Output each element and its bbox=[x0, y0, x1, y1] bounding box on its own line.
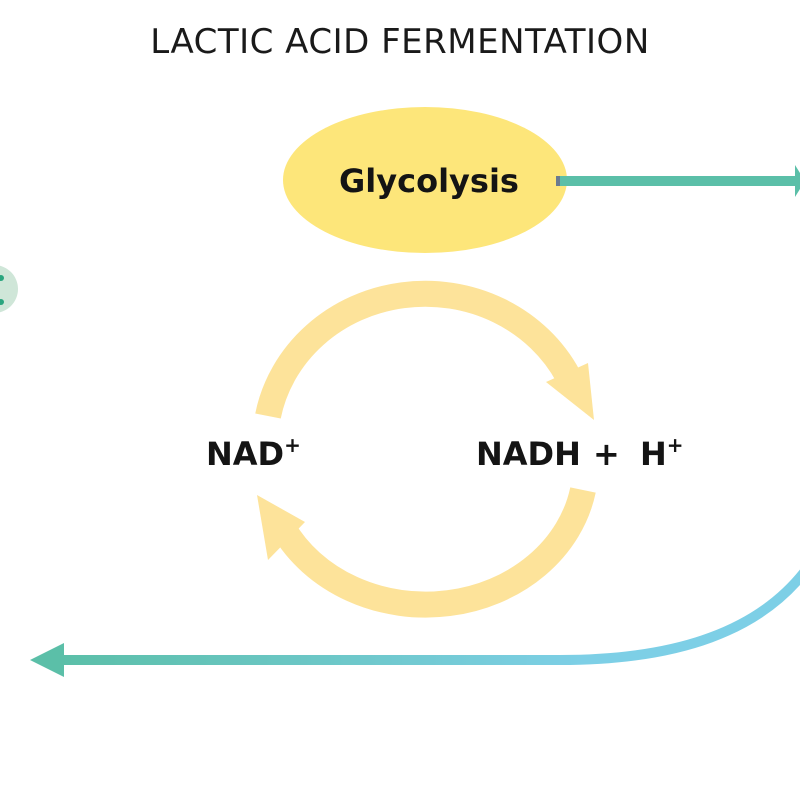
cycle-top-arrowhead-icon bbox=[546, 363, 594, 420]
return-arrowhead-icon bbox=[30, 643, 64, 677]
output-line-cap bbox=[556, 176, 560, 186]
diagram-title: LACTIC ACID FERMENTATION bbox=[150, 22, 650, 62]
output-arrowhead-icon bbox=[795, 165, 800, 197]
nadh-label: NADH bbox=[476, 435, 581, 473]
node-dot bbox=[0, 299, 4, 305]
nad-plus-label: NAD+ bbox=[206, 433, 301, 473]
cycle-bottom-arrow bbox=[257, 487, 596, 618]
plus-sign: + bbox=[593, 435, 620, 473]
glycolysis-node bbox=[283, 107, 567, 253]
cycle-bottom-arrowhead-icon bbox=[257, 495, 305, 560]
cycle-top-arrow bbox=[255, 280, 594, 420]
return-line bbox=[60, 569, 800, 665]
partial-pyruvate-node bbox=[0, 265, 18, 313]
glycolysis-label: Glycolysis bbox=[339, 162, 519, 200]
node-dot bbox=[0, 275, 4, 281]
h-plus-label: H+ bbox=[640, 433, 684, 473]
